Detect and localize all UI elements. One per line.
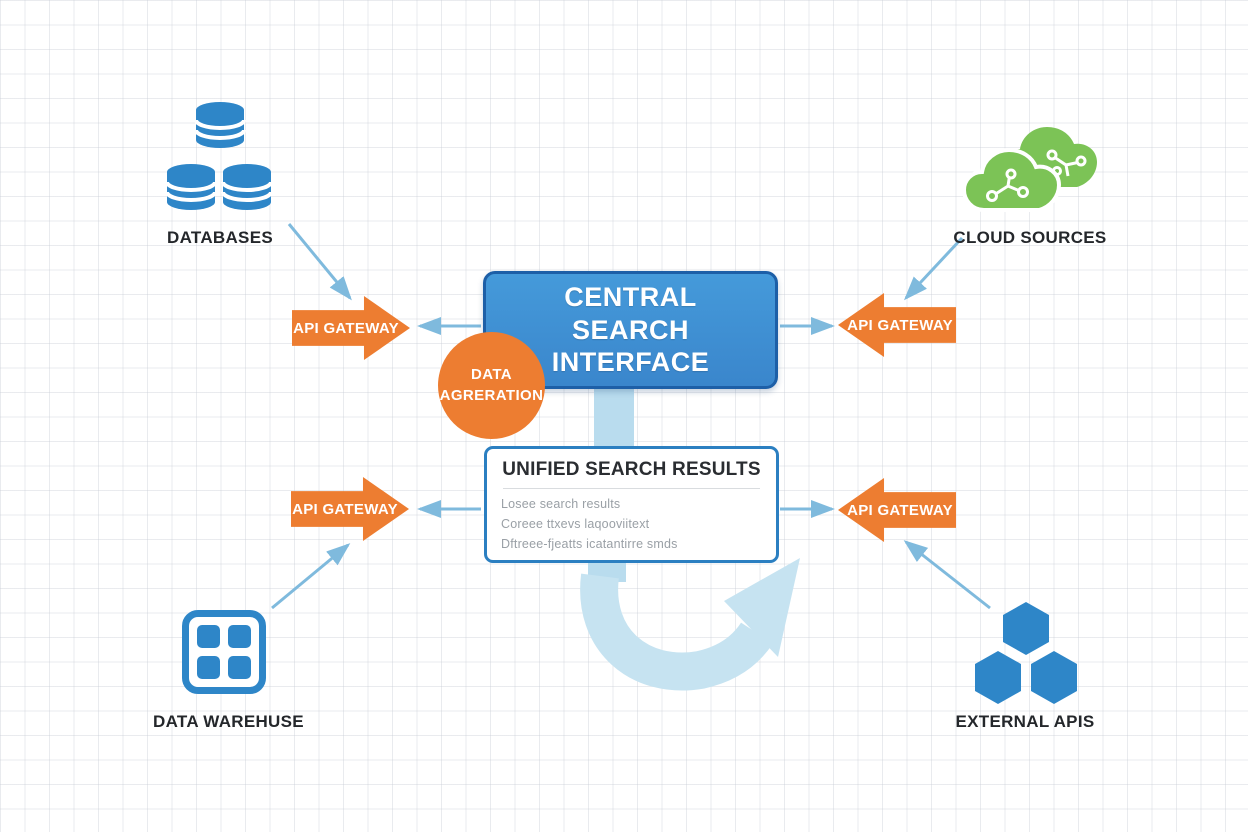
node-external-apis: EXTERNAL APIS bbox=[950, 598, 1100, 743]
cloud-network-icon bbox=[962, 127, 1097, 212]
data-aggregation-circle: DATA AGRERATION bbox=[438, 332, 545, 439]
api-gateway-label: API GATEWAY bbox=[293, 319, 399, 337]
node-data-warehouse: DATA WAREHUSE bbox=[153, 605, 304, 745]
node-cloud-sources: CLOUD SOURCES bbox=[950, 100, 1110, 260]
connector-databases-to-gateway bbox=[287, 223, 352, 301]
flow-band-top bbox=[594, 384, 634, 448]
api-gateway-top-left: API GATEWAY bbox=[292, 296, 410, 360]
warehouse-cell bbox=[197, 625, 220, 648]
databases-label: DATABASES bbox=[167, 228, 273, 247]
api-gateway-label: API GATEWAY bbox=[292, 500, 398, 518]
swoosh-arrow bbox=[580, 558, 800, 691]
node-databases: DATABASES bbox=[150, 100, 290, 260]
api-gateway-label: API GATEWAY bbox=[847, 501, 953, 519]
unified-search-results-title: UNIFIED SEARCH RESULTS bbox=[502, 459, 761, 480]
hexagon-cluster-icon bbox=[975, 602, 1077, 704]
data-aggregation-line1: DATA bbox=[470, 366, 513, 384]
warehouse-cell bbox=[197, 656, 220, 679]
results-item: Losee search results bbox=[501, 497, 621, 511]
warehouse-cell bbox=[228, 625, 251, 648]
api-gateway-bottom-left: API GATEWAY bbox=[291, 477, 409, 541]
warehouse-cell bbox=[228, 656, 251, 679]
data-aggregation-line2: AGRERATION bbox=[439, 386, 544, 404]
api-gateway-label: API GATEWAY bbox=[847, 316, 953, 334]
results-divider bbox=[503, 488, 760, 489]
unified-search-results-box: UNIFIED SEARCH RESULTS Losee search resu… bbox=[484, 446, 779, 563]
data-warehouse-label: DATA WAREHUSE bbox=[153, 712, 304, 731]
api-gateway-bottom-right: API GATEWAY bbox=[838, 478, 956, 542]
cloud-sources-label: CLOUD SOURCES bbox=[953, 228, 1107, 247]
database-stack-icon bbox=[165, 102, 273, 210]
results-item: Coreee ttxevs laqooviitext bbox=[501, 517, 650, 531]
external-apis-label: EXTERNAL APIS bbox=[955, 712, 1095, 731]
warehouse-grid-icon bbox=[182, 610, 266, 694]
central-search-interface-title: CENTRAL SEARCH INTERFACE bbox=[551, 282, 710, 378]
connector-warehouse-to-gateway bbox=[271, 543, 351, 610]
results-item: Dftreee-fjeatts icatantirre smds bbox=[501, 537, 678, 551]
api-gateway-top-right: API GATEWAY bbox=[838, 293, 956, 357]
